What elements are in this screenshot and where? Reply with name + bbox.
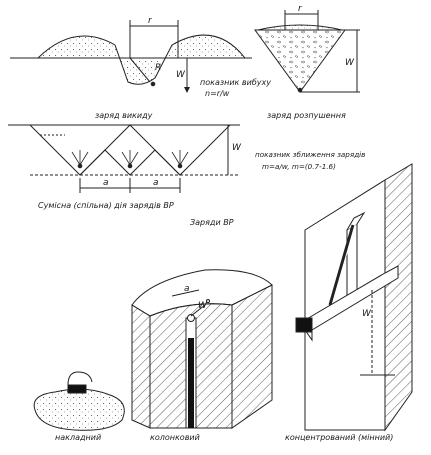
concentrated-charge-caption: концентрований (мінний) bbox=[285, 433, 393, 442]
charge-arrows bbox=[71, 150, 189, 166]
crater-throw-mound bbox=[36, 34, 247, 85]
ejection-charge-figure bbox=[10, 20, 252, 93]
chamber-w-label: W bbox=[362, 309, 372, 319]
chamber-charge bbox=[295, 317, 313, 333]
loosening-charge-caption: заряд розпушення bbox=[267, 111, 346, 120]
column-charge-fill bbox=[188, 338, 194, 428]
spacing-index-label: показник зближення зарядів bbox=[255, 150, 365, 159]
w-crater-label: W bbox=[176, 70, 186, 80]
column-a-label: a bbox=[184, 284, 190, 294]
crater-radius-line bbox=[129, 57, 151, 83]
column-block-left bbox=[131, 304, 151, 429]
boulder bbox=[33, 388, 125, 431]
ejection-charge-caption: заряд викиду bbox=[95, 111, 153, 120]
surface-charge-figure bbox=[33, 371, 125, 431]
spacing-a1-label: a bbox=[103, 178, 109, 188]
blasting-index-formula: n=r/w bbox=[205, 89, 230, 98]
concentrated-charge-figure bbox=[295, 163, 413, 432]
loosening-charge-figure bbox=[254, 10, 360, 93]
w-row-label: W bbox=[232, 143, 242, 153]
r-top-label: r bbox=[148, 16, 153, 26]
column-charge-figure bbox=[131, 269, 273, 429]
w-loosening-label: W bbox=[345, 58, 355, 68]
explosive-charges-title: Заряди ВР bbox=[190, 218, 234, 227]
charge-point bbox=[150, 81, 156, 87]
spacing-a2-label: a bbox=[153, 178, 159, 188]
blasting-index-label: показник вибуху bbox=[200, 78, 271, 87]
column-w-label: W bbox=[198, 301, 208, 311]
column-block-right bbox=[231, 284, 273, 429]
r-crater-label: R bbox=[155, 63, 161, 73]
placed-charge bbox=[67, 384, 87, 394]
r-right-label: r bbox=[298, 4, 303, 14]
joint-charges-figure bbox=[8, 124, 240, 193]
shaft-pipe bbox=[328, 224, 355, 306]
block-side-face bbox=[384, 163, 413, 432]
joint-charges-caption: Сумісна (спільна) дія зарядів ВР bbox=[38, 201, 174, 210]
surface-charge-caption: накладний bbox=[55, 433, 101, 442]
column-charge-caption: колонковий bbox=[150, 433, 200, 442]
spacing-index-formula: m=a/w, m=(0.7-1.6) bbox=[262, 162, 336, 171]
